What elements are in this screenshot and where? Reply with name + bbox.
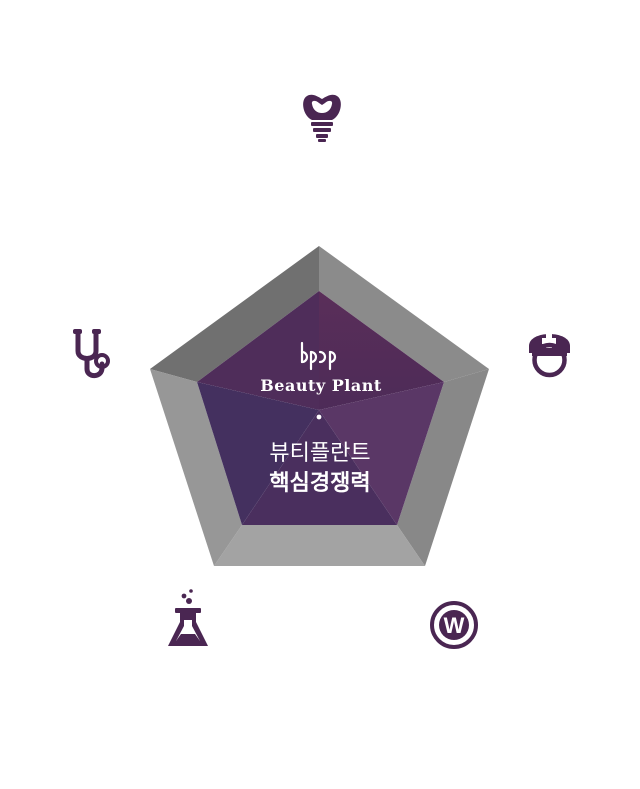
- w-badge-icon: W: [430, 601, 478, 649]
- nurse-cap-icon: [529, 334, 570, 378]
- inner-facet-left: [197, 382, 319, 525]
- inner-facet-top-left: [197, 291, 319, 410]
- pentagon-frame: [150, 246, 489, 566]
- brand-name: Beauty Plant: [260, 376, 382, 395]
- frame-facet-bottom: [214, 525, 425, 566]
- title-line-2: 핵심경쟁력: [269, 471, 370, 496]
- flask-icon: [168, 589, 208, 646]
- inner-facet-right: [319, 382, 444, 525]
- inner-facet-top-right: [319, 291, 444, 410]
- inner-pentagon: [197, 291, 444, 525]
- inner-facet-bottom: [242, 410, 397, 525]
- dental-implant-icon: [303, 94, 341, 142]
- stethoscope-icon: [75, 330, 110, 379]
- stethoscope-earpieces: [73, 329, 101, 334]
- separator-dot: [316, 414, 322, 420]
- frame-facet-right: [397, 369, 489, 566]
- w-badge-letter: W: [444, 613, 465, 638]
- brand-logo-icon: [300, 341, 337, 371]
- frame-facet-left: [150, 369, 242, 566]
- frame-facet-top-left: [150, 246, 319, 382]
- frame-facet-top-right: [319, 246, 489, 382]
- title-line-1: 뷰티플란트: [269, 441, 370, 466]
